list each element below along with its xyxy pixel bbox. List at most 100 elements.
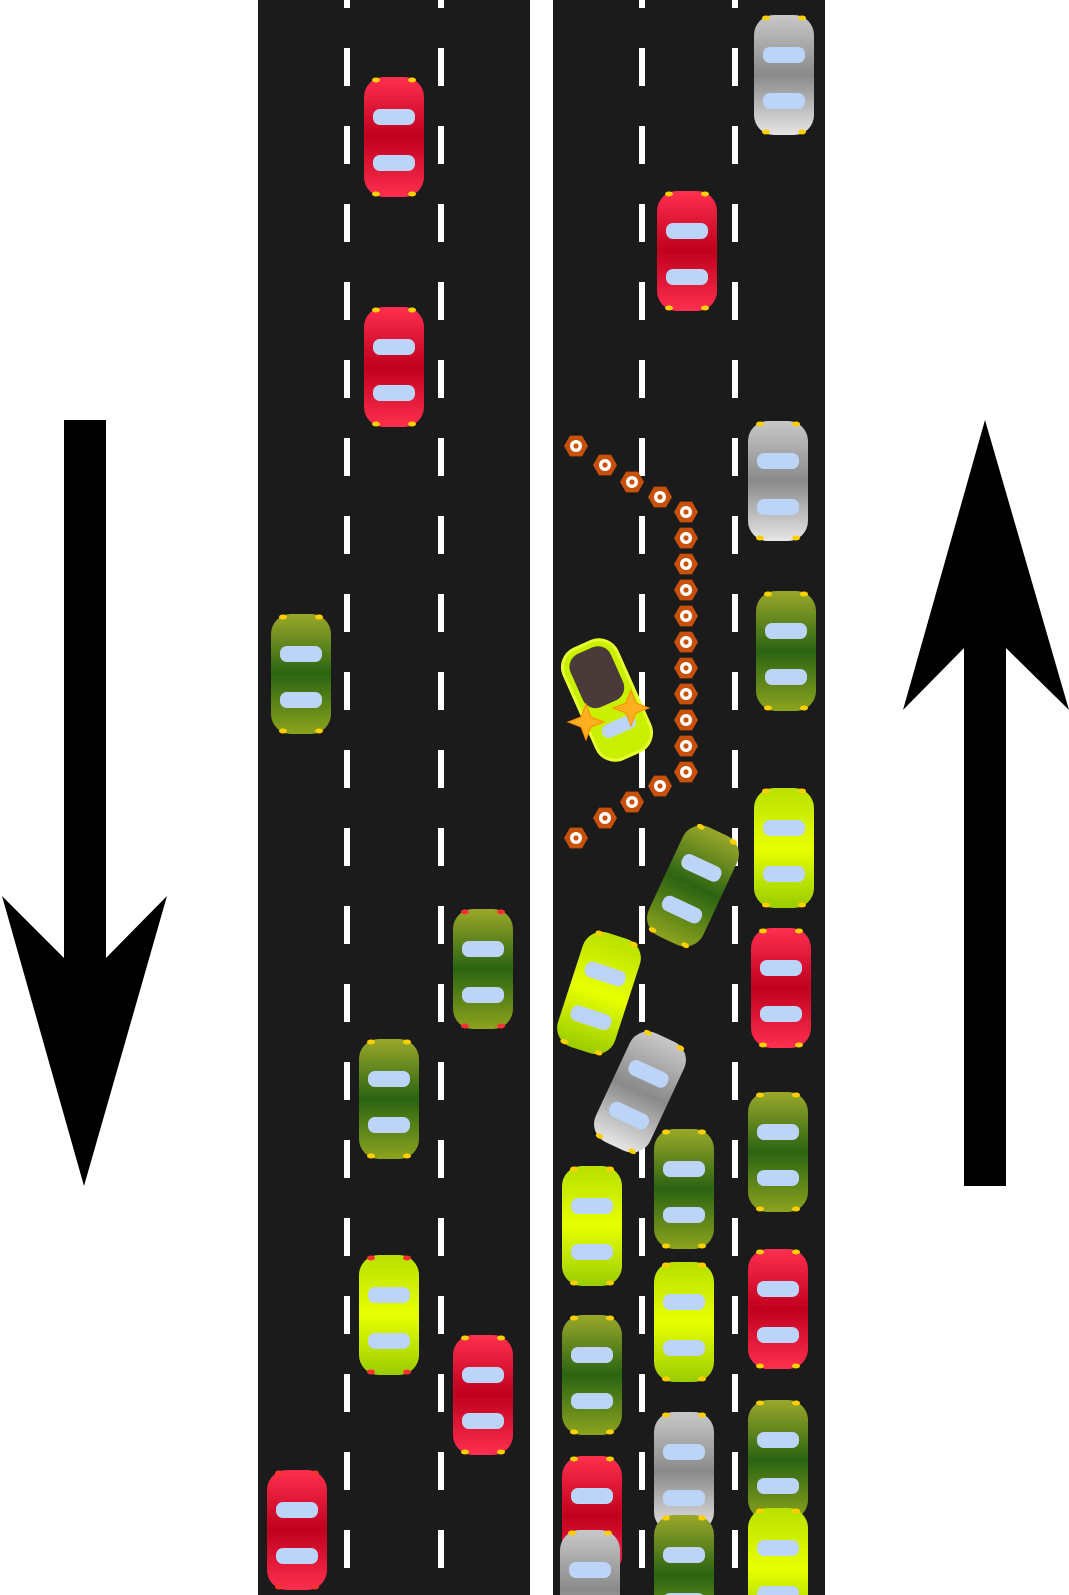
car-window — [571, 1198, 613, 1214]
car-light — [792, 535, 800, 541]
car-icon — [748, 1249, 808, 1369]
car-light — [606, 1166, 614, 1172]
car-body — [654, 1412, 714, 1532]
car-light — [403, 1255, 411, 1261]
car-window — [276, 1502, 318, 1518]
car-light — [403, 1039, 411, 1045]
car-light — [662, 1243, 670, 1249]
car-light — [795, 928, 803, 934]
car-light — [372, 307, 380, 313]
car-icon — [359, 1255, 419, 1375]
crashed-car-roof — [569, 646, 625, 709]
spark-icon — [566, 702, 606, 742]
car-body — [453, 909, 513, 1029]
car-body — [647, 825, 739, 947]
cone-tip — [657, 494, 663, 500]
car-light — [570, 1456, 578, 1462]
car-light — [315, 728, 323, 734]
car-light — [408, 307, 416, 313]
car-light — [595, 930, 604, 936]
car-light — [756, 421, 764, 427]
car-light — [570, 1280, 578, 1286]
cone-tip — [683, 717, 689, 723]
car-light — [762, 129, 770, 135]
car-light — [762, 902, 770, 908]
cone-tip — [683, 665, 689, 671]
car-icon — [654, 1262, 714, 1382]
cone-tip — [683, 613, 689, 619]
car-light — [798, 788, 806, 794]
car-light — [568, 1530, 576, 1536]
car-window — [760, 960, 802, 976]
car-light — [497, 1335, 505, 1341]
car-light — [461, 909, 469, 915]
car-light — [756, 1092, 764, 1098]
car-icon — [748, 1092, 808, 1212]
car-light — [676, 1045, 685, 1051]
car-icon — [748, 1508, 808, 1595]
traffic-cone-icon — [674, 501, 698, 523]
car-window — [663, 1207, 705, 1223]
car-light — [648, 927, 657, 933]
car-light — [311, 1584, 319, 1590]
car-light — [570, 1315, 578, 1321]
car-body — [748, 1092, 808, 1212]
car-window — [663, 1490, 705, 1506]
car-icon — [453, 1335, 513, 1455]
vehicles — [267, 15, 816, 1595]
car-icon — [562, 1166, 622, 1286]
car-light — [372, 77, 380, 83]
traffic-cone-icon — [674, 657, 698, 679]
car-light — [665, 191, 673, 197]
car-light — [798, 902, 806, 908]
car-light — [367, 1255, 375, 1261]
car-light — [792, 1508, 800, 1514]
car-window — [571, 1244, 613, 1260]
car-icon — [557, 930, 641, 1056]
car-light — [408, 421, 416, 427]
car-light — [756, 1508, 764, 1514]
car-icon — [359, 1039, 419, 1159]
car-light — [403, 1153, 411, 1159]
car-light — [792, 421, 800, 427]
car-light — [403, 1369, 411, 1375]
car-light — [756, 1400, 764, 1406]
cone-tip — [683, 743, 689, 749]
car-light — [662, 1129, 670, 1135]
car-icon — [748, 1400, 808, 1520]
car-light — [461, 1023, 469, 1029]
car-light — [800, 591, 808, 597]
car-body — [557, 931, 641, 1055]
car-window — [757, 453, 799, 469]
car-light — [792, 1363, 800, 1369]
car-light — [497, 1449, 505, 1455]
car-body — [359, 1039, 419, 1159]
car-body — [594, 1031, 686, 1153]
car-light — [764, 705, 772, 711]
car-light — [606, 1429, 614, 1435]
cone-tip — [602, 462, 608, 468]
cone-tip — [573, 835, 579, 841]
car-window — [663, 1547, 705, 1563]
traffic-cone-icon — [674, 527, 698, 549]
car-body — [453, 1335, 513, 1455]
cone-tip — [629, 799, 635, 805]
car-light — [408, 191, 416, 197]
car-window — [760, 1006, 802, 1022]
cone-tip — [683, 769, 689, 775]
car-window — [462, 941, 504, 957]
car-window — [763, 866, 805, 882]
car-icon — [756, 591, 816, 711]
car-light — [311, 1470, 319, 1476]
car-icon — [364, 307, 424, 427]
car-light — [461, 1449, 469, 1455]
car-body — [748, 1400, 808, 1520]
car-light — [497, 909, 505, 915]
car-window — [765, 623, 807, 639]
car-icon — [594, 1029, 686, 1155]
car-body — [562, 1166, 622, 1286]
car-icon — [654, 1515, 714, 1595]
car-light — [698, 1262, 706, 1268]
car-light — [701, 191, 709, 197]
